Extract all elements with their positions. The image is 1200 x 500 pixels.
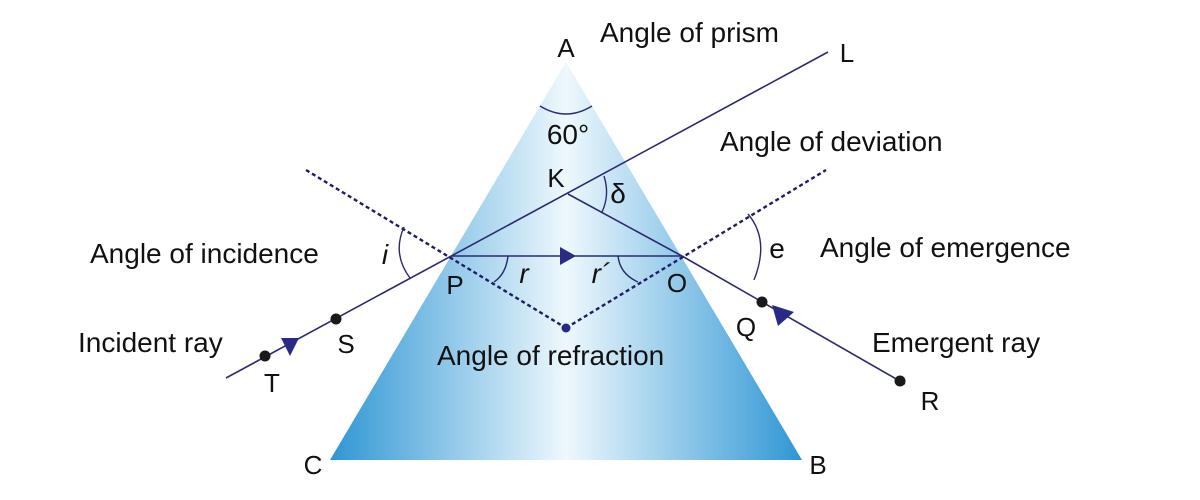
- emergent-ray-line: [681, 255, 906, 385]
- prism-angle-arc: [539, 105, 593, 115]
- refraction-prime-angle-arc: [617, 255, 639, 283]
- incidence-angle-arc: [398, 226, 411, 279]
- point-q-dot: [756, 296, 768, 308]
- point-o-label: O: [667, 268, 687, 298]
- emergence-angle-arc: [747, 213, 762, 281]
- incident-ray-line: [225, 51, 829, 379]
- point-k-label: K: [547, 163, 565, 193]
- point-t-label: T: [264, 368, 280, 398]
- point-r-label: R: [921, 386, 940, 416]
- vertex-c-label: C: [304, 450, 323, 480]
- incident-ray-arrow: [281, 338, 299, 356]
- emergent-ray-arrow: [772, 305, 794, 326]
- angle-of-emergence-label: Angle of emergence: [820, 232, 1071, 263]
- normal-at-p: [305, 168, 567, 330]
- point-s-label: S: [337, 329, 354, 359]
- emergent-ray-label: Emergent ray: [872, 327, 1040, 358]
- point-r-dot: [894, 375, 906, 387]
- refraction-angle-arc: [493, 255, 509, 283]
- prism-angle-value: 60°: [547, 119, 589, 150]
- vertex-a-label: A: [557, 33, 575, 63]
- point-l-label: L: [840, 38, 854, 68]
- incidence-angle-symbol: i: [382, 239, 389, 270]
- incident-ray-label: Incident ray: [78, 327, 223, 358]
- point-s-dot: [330, 313, 342, 325]
- angle-of-refraction-label: Angle of refraction: [437, 340, 664, 371]
- emergence-angle-symbol: e: [769, 233, 785, 264]
- refraction-angle-symbol: r: [519, 258, 530, 289]
- refraction-prime-angle-symbol: r´: [592, 258, 611, 289]
- deviation-angle-arc: [601, 175, 608, 213]
- refracted-ray-arrow: [560, 247, 576, 265]
- normal-intersection-dot: [561, 323, 571, 333]
- point-q-label: Q: [736, 312, 756, 342]
- angle-of-deviation-label: Angle of deviation: [720, 126, 943, 157]
- point-t-dot: [259, 350, 271, 362]
- normal-at-o: [565, 168, 827, 330]
- angle-of-incidence-label: Angle of incidence: [90, 238, 319, 269]
- point-p-label: P: [446, 270, 463, 300]
- angle-of-prism-label: Angle of prism: [600, 17, 779, 48]
- deviation-angle-symbol: δ: [610, 178, 626, 209]
- deviation-extension-line: [567, 193, 683, 257]
- vertex-b-label: B: [809, 450, 826, 480]
